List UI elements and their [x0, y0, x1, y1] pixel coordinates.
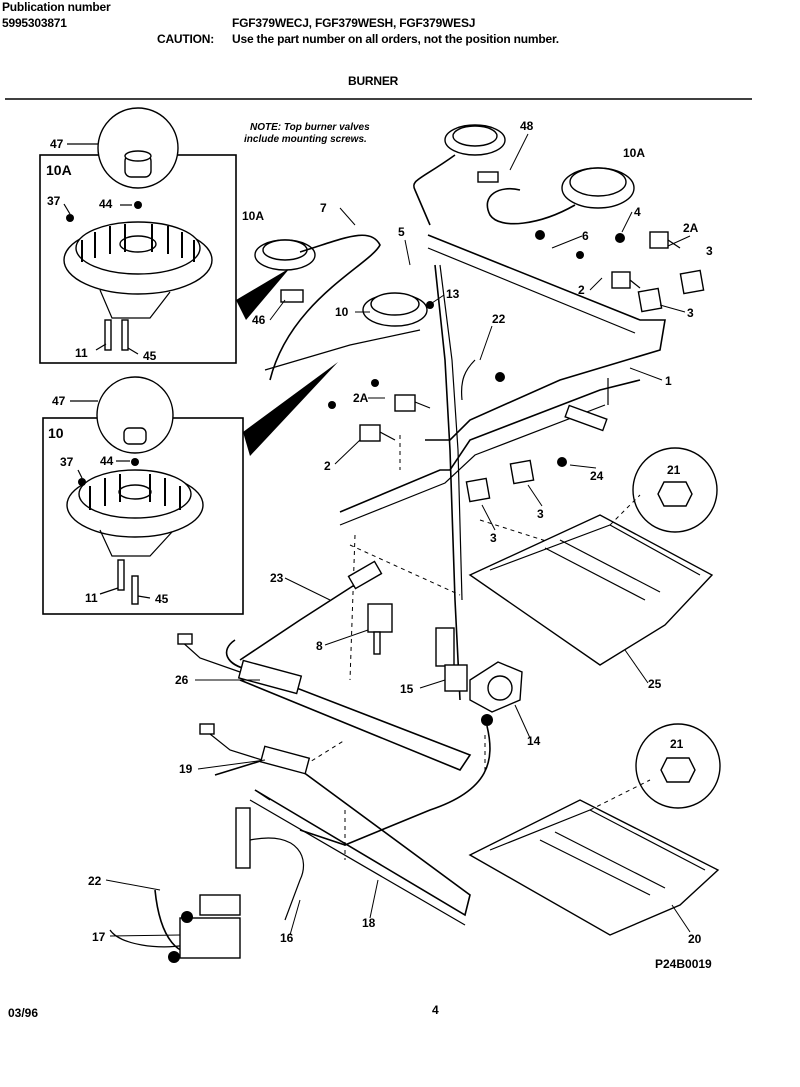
callout-17: 17 — [92, 930, 106, 944]
callout-13: 13 — [446, 287, 460, 301]
callout-10a-burner: 10A — [242, 209, 264, 223]
inset-10a — [39, 107, 290, 364]
callout-47: 47 — [50, 137, 64, 151]
manifold-assembly — [254, 124, 705, 860]
publication-label: Publication number — [2, 0, 111, 14]
callout-18: 18 — [362, 916, 376, 930]
callout-47b: 47 — [52, 394, 66, 408]
callout-46: 46 — [252, 313, 266, 327]
callout-11b: 11 — [85, 591, 98, 605]
callout-21b: 21 — [670, 737, 684, 751]
inset-10 — [42, 362, 338, 615]
callout-2a-left: 2A — [353, 391, 369, 405]
callout-44b: 44 — [100, 454, 114, 468]
footer-page: 4 — [432, 1003, 439, 1017]
drawing-id: P24B0019 — [655, 957, 712, 971]
callout-21: 21 — [667, 463, 681, 477]
callout-16: 16 — [280, 931, 294, 945]
model-numbers: FGF379WECJ, FGF379WESH, FGF379WESJ — [232, 16, 476, 30]
callout-44: 44 — [99, 197, 113, 211]
callout-3a: 3 — [706, 244, 713, 258]
callout-labels: 47 10A 37 44 11 45 47 10 37 44 11 45 10A… — [46, 119, 713, 946]
callout-1: 1 — [665, 374, 672, 388]
callout-15: 15 — [400, 682, 414, 696]
callout-11: 11 — [75, 346, 88, 360]
callout-37: 37 — [47, 194, 61, 208]
callout-26: 26 — [175, 673, 189, 687]
caution-text: Use the part number on all orders, not t… — [232, 32, 559, 46]
callout-22: 22 — [492, 312, 506, 326]
callout-14: 14 — [527, 734, 541, 748]
callout-45b: 45 — [155, 592, 169, 606]
callout-20: 20 — [688, 932, 702, 946]
callout-4: 4 — [634, 205, 641, 219]
callout-22b: 22 — [88, 874, 102, 888]
callout-45: 45 — [143, 349, 157, 363]
callout-2-left: 2 — [324, 459, 331, 473]
callout-6: 6 — [582, 229, 589, 243]
callout-3c: 3 — [490, 531, 497, 545]
callout-24: 24 — [590, 469, 604, 483]
baffle-upper — [468, 447, 718, 666]
callout-3d: 3 — [537, 507, 544, 521]
baffle-lower — [468, 723, 721, 936]
callout-19: 19 — [179, 762, 193, 776]
callout-10a-inset: 10A — [46, 162, 72, 178]
note-line-2: include mounting screws. — [244, 134, 367, 145]
callout-10-inset: 10 — [48, 425, 64, 441]
callout-48: 48 — [520, 119, 534, 133]
publication-number: 5995303871 — [2, 16, 67, 30]
callout-3b: 3 — [687, 306, 694, 320]
callout-leaders — [105, 133, 691, 937]
callout-8: 8 — [316, 639, 323, 653]
bake-burner-assembly — [109, 560, 523, 963]
callout-25: 25 — [648, 677, 662, 691]
callout-2a: 2A — [683, 221, 699, 235]
callout-7: 7 — [320, 201, 327, 215]
callout-2: 2 — [578, 283, 585, 297]
callout-5: 5 — [398, 225, 405, 239]
caution-label: CAUTION: — [157, 32, 215, 46]
callout-10a-right: 10A — [623, 146, 645, 160]
callout-37b: 37 — [60, 455, 74, 469]
callout-23: 23 — [270, 571, 284, 585]
note-line-1: NOTE: Top burner valves — [250, 122, 370, 133]
callout-10: 10 — [335, 305, 349, 319]
footer-date: 03/96 — [8, 1006, 38, 1020]
section-title: BURNER — [348, 74, 399, 88]
